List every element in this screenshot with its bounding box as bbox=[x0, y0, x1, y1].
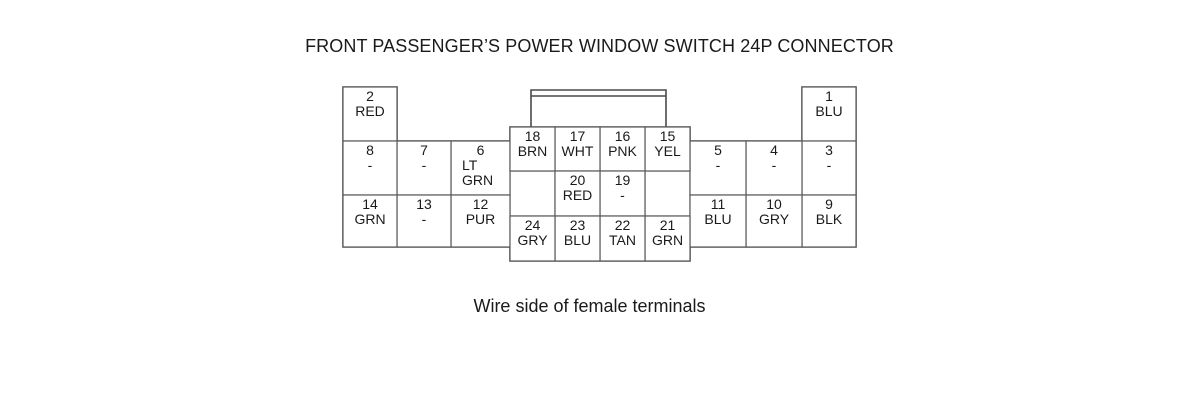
terminal-pin-number: 12 bbox=[473, 196, 489, 212]
diagram-caption: Wire side of female terminals bbox=[473, 296, 706, 316]
terminal-cell: 13- bbox=[396, 194, 452, 248]
terminal-cavity bbox=[342, 140, 398, 196]
terminal-cell: 3- bbox=[801, 140, 857, 196]
terminal-cavity bbox=[554, 170, 601, 217]
terminal-pin-number: 4 bbox=[770, 142, 778, 158]
terminal-pin-number: 24 bbox=[525, 217, 541, 233]
terminal-pin-number: 6 bbox=[477, 142, 485, 158]
terminal-cavity bbox=[450, 194, 511, 248]
diagram-title: FRONT PASSENGER’S POWER WINDOW SWITCH 24… bbox=[305, 36, 894, 56]
terminal-wire-color: GRN bbox=[652, 232, 683, 248]
terminal-cavity bbox=[801, 86, 857, 142]
terminal-cavity bbox=[396, 140, 452, 196]
terminal-wire-color: GRY bbox=[759, 211, 790, 227]
terminal-cell: 8- bbox=[342, 140, 398, 196]
terminal-pin-number: 14 bbox=[362, 196, 378, 212]
blank-cavity bbox=[509, 170, 556, 217]
terminal-pin-number: 1 bbox=[825, 88, 833, 104]
terminal-wire-color: - bbox=[422, 157, 427, 173]
terminal-pin-number: 11 bbox=[711, 196, 726, 212]
terminal-wire-color: - bbox=[716, 157, 721, 173]
terminal-wire-color: GRN bbox=[462, 172, 493, 188]
terminal-pin-number: 5 bbox=[714, 142, 722, 158]
terminal-wire-color: GRN bbox=[354, 211, 385, 227]
terminal-wire-color: BLU bbox=[815, 103, 842, 119]
terminal-pin-number: 7 bbox=[420, 142, 428, 158]
locking-tab bbox=[530, 89, 667, 127]
terminal-wire-color: TAN bbox=[609, 232, 636, 248]
terminal-pin-number: 18 bbox=[525, 128, 541, 144]
terminal-wire-color: LT bbox=[462, 157, 478, 173]
terminal-pin-number: 2 bbox=[366, 88, 374, 104]
terminal-cavity bbox=[509, 215, 556, 262]
terminal-wire-color: BLU bbox=[704, 211, 731, 227]
terminal-wire-color: - bbox=[620, 187, 625, 203]
terminal-cavity bbox=[644, 215, 691, 262]
terminal-cavity bbox=[509, 126, 556, 172]
terminal-cavity bbox=[599, 126, 646, 172]
terminal-pin-number: 10 bbox=[766, 196, 782, 212]
terminal-wire-color: - bbox=[772, 157, 777, 173]
terminal-wire-color: PNK bbox=[608, 143, 637, 159]
terminal-cell: 4- bbox=[745, 140, 803, 196]
terminal-wire-color: - bbox=[827, 157, 832, 173]
terminal-pin-number: 17 bbox=[570, 128, 586, 144]
terminal-cell: 19- bbox=[599, 170, 646, 217]
blank-cavity bbox=[644, 170, 691, 217]
terminal-wire-color: - bbox=[368, 157, 373, 173]
terminal-wire-color: PUR bbox=[466, 211, 496, 227]
terminal-wire-color: - bbox=[422, 211, 427, 227]
terminal-pin-number: 19 bbox=[615, 172, 631, 188]
terminal-wire-color: RED bbox=[355, 103, 385, 119]
terminal-cavity bbox=[599, 170, 646, 217]
terminal-pin-number: 23 bbox=[570, 217, 586, 233]
terminal-wire-color: GRY bbox=[517, 232, 548, 248]
terminal-grid: 1BLU2RED3-4-5-6LTGRN7-8-9BLK10GRY11BLU12… bbox=[342, 86, 857, 262]
terminal-cavity bbox=[801, 194, 857, 248]
terminal-cavity bbox=[689, 194, 747, 248]
terminal-cell: 5- bbox=[689, 140, 747, 196]
terminal-cell: 7- bbox=[396, 140, 452, 196]
terminal-pin-number: 13 bbox=[416, 196, 432, 212]
terminal-cavity bbox=[599, 215, 646, 262]
terminal-pin-number: 16 bbox=[615, 128, 631, 144]
terminal-wire-color: BRN bbox=[518, 143, 548, 159]
terminal-pin-number: 15 bbox=[660, 128, 676, 144]
terminal-wire-color: RED bbox=[563, 187, 593, 203]
terminal-pin-number: 9 bbox=[825, 196, 833, 212]
terminal-wire-color: YEL bbox=[654, 143, 681, 159]
terminal-cavity bbox=[396, 194, 452, 248]
terminal-pin-number: 20 bbox=[570, 172, 586, 188]
terminal-pin-number: 8 bbox=[366, 142, 374, 158]
terminal-pin-number: 22 bbox=[615, 217, 631, 233]
terminal-wire-color: BLK bbox=[816, 211, 843, 227]
terminal-pin-number: 21 bbox=[660, 217, 676, 233]
terminal-pin-number: 3 bbox=[825, 142, 833, 158]
terminal-cavity bbox=[644, 126, 691, 172]
terminal-cavity bbox=[342, 86, 398, 142]
terminal-wire-color: BLU bbox=[564, 232, 591, 248]
terminal-cavity bbox=[342, 194, 398, 248]
terminal-wire-color: WHT bbox=[562, 143, 594, 159]
